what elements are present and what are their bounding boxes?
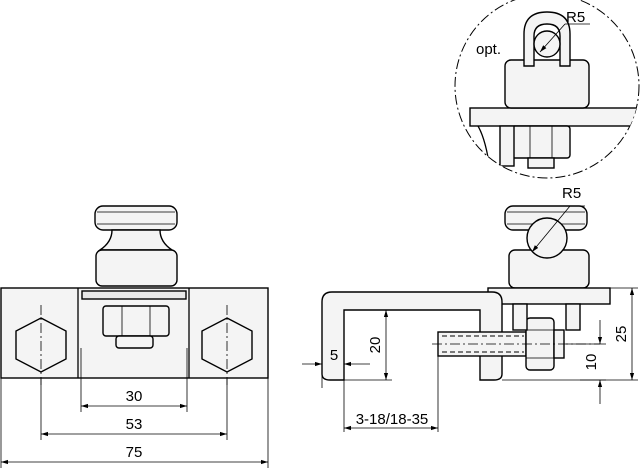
dim-label-25: 25 — [613, 326, 630, 343]
detail-option-label: opt. — [476, 41, 501, 58]
detail-shackle-loop: R5 — [523, 9, 590, 67]
detail-view: R5 opt. — [454, 0, 640, 179]
detail-circle-boundary — [454, 0, 640, 179]
dim-label-30: 30 — [126, 388, 143, 405]
side-view: R5 5 20 — [302, 185, 638, 432]
side-radius-label: R5 — [562, 185, 581, 202]
side-ball-r5: R5 — [526, 185, 585, 259]
side-plate — [487, 287, 611, 305]
side-u-bracket — [321, 291, 503, 381]
dim-label-5: 5 — [330, 347, 338, 364]
dim-label-clamp-range: 3-18/18-35 — [356, 411, 429, 428]
dim-label-53: 53 — [126, 416, 143, 433]
dim-label-10: 10 — [583, 354, 600, 371]
dim-label-75: 75 — [126, 444, 143, 461]
detail-radius-label: R5 — [566, 9, 585, 26]
front-center-nut — [102, 305, 170, 349]
front-left-bolt-hex — [15, 305, 67, 385]
front-knob — [94, 205, 178, 287]
front-view: 30 53 75 — [0, 205, 269, 468]
front-right-bolt-hex — [201, 305, 253, 385]
dim-label-20: 20 — [367, 337, 384, 354]
